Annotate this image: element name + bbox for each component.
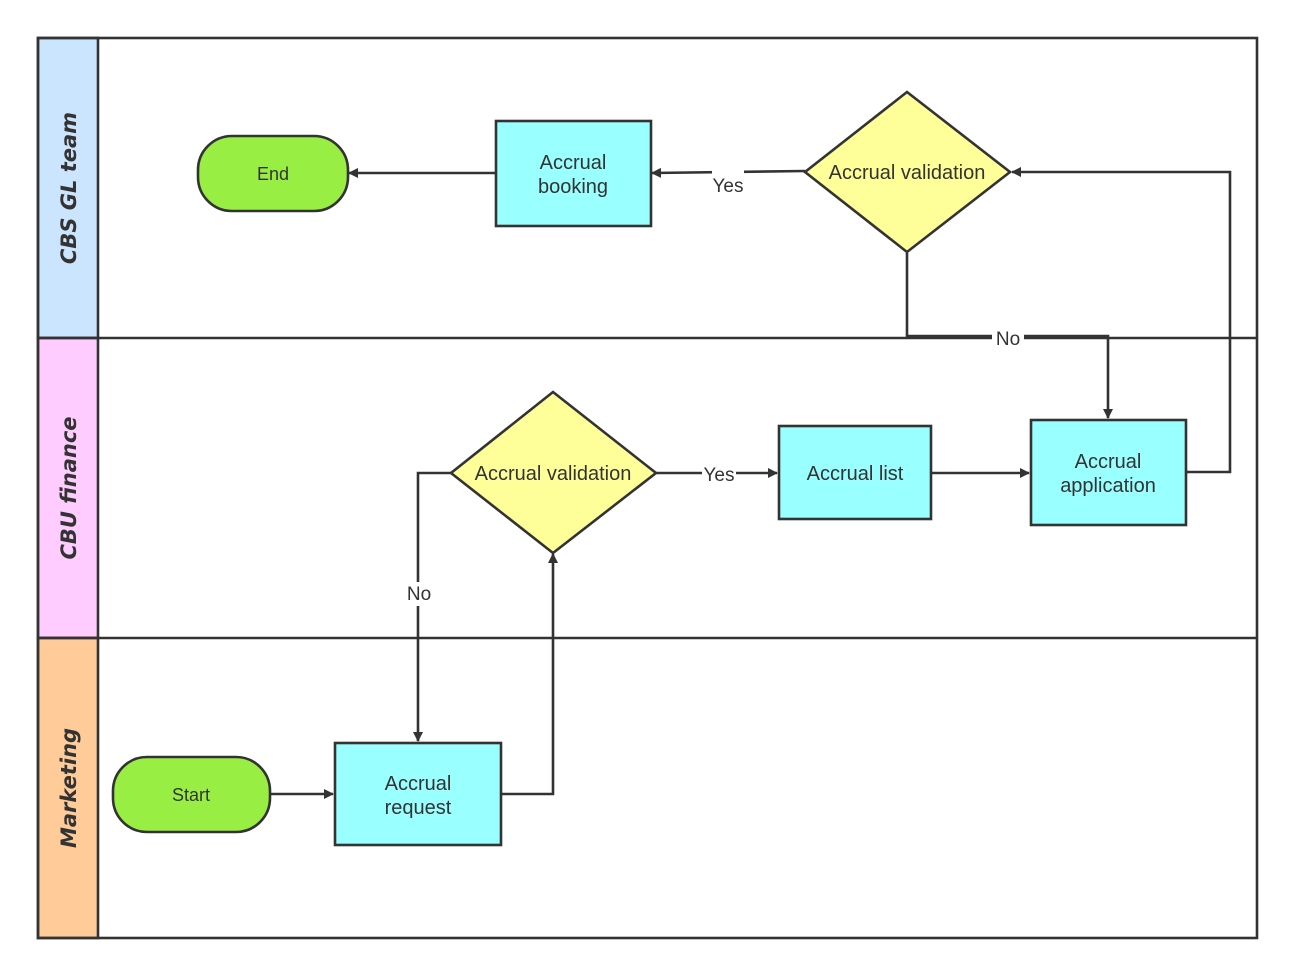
edge-label-bg <box>402 582 436 606</box>
accrual-validation-cbu-decision <box>448 390 659 555</box>
accrual-list-process <box>777 424 933 521</box>
end-terminal-label: End <box>257 164 289 184</box>
lane-label-marketing: Marketing <box>57 728 81 848</box>
start-terminal <box>111 755 272 834</box>
lane-label-cbs-gl: CBS GL team <box>57 112 81 264</box>
edge-request-to-validation <box>501 553 558 796</box>
accrual-booking-label-line1: Accrual <box>540 152 607 174</box>
pool-frame <box>36 36 1259 940</box>
edge-label-bg <box>712 170 744 194</box>
accrual-booking-label-line2: booking <box>538 176 608 198</box>
accrual-validation-gl-label: Accrual validation <box>829 162 986 184</box>
accrual-validation-gl-decision <box>802 90 1013 254</box>
edge-label-bg <box>992 327 1024 349</box>
accrual-application-process <box>1029 418 1188 527</box>
edge-label-bg <box>702 462 736 484</box>
lane-header-cbu-finance <box>36 336 100 640</box>
accrual-booking-process <box>494 119 653 228</box>
end-terminal <box>196 134 350 213</box>
accrual-validation-cbu-label: Accrual validation <box>475 463 632 485</box>
edge-label-gl-no: No <box>996 329 1020 350</box>
accrual-list-label: Accrual list <box>807 463 904 485</box>
edge-label-cbu-yes: Yes <box>704 465 735 486</box>
edge-validation-no-to-request <box>413 471 451 742</box>
accrual-request-label-line2: request <box>385 797 452 819</box>
edge-label-gl-yes: Yes <box>713 176 744 197</box>
accrual-application-label-line1: Accrual <box>1075 451 1142 473</box>
accrual-request-label-line1: Accrual <box>385 773 452 795</box>
accrual-application-label-line2: application <box>1060 475 1156 497</box>
edge-application-to-gl-validation <box>1011 167 1232 474</box>
start-terminal-label: Start <box>172 785 210 805</box>
edge-label-cbu-no: No <box>407 584 431 605</box>
lane-label-cbu-finance: CBU finance <box>57 416 81 559</box>
accrual-request-process <box>333 741 503 847</box>
